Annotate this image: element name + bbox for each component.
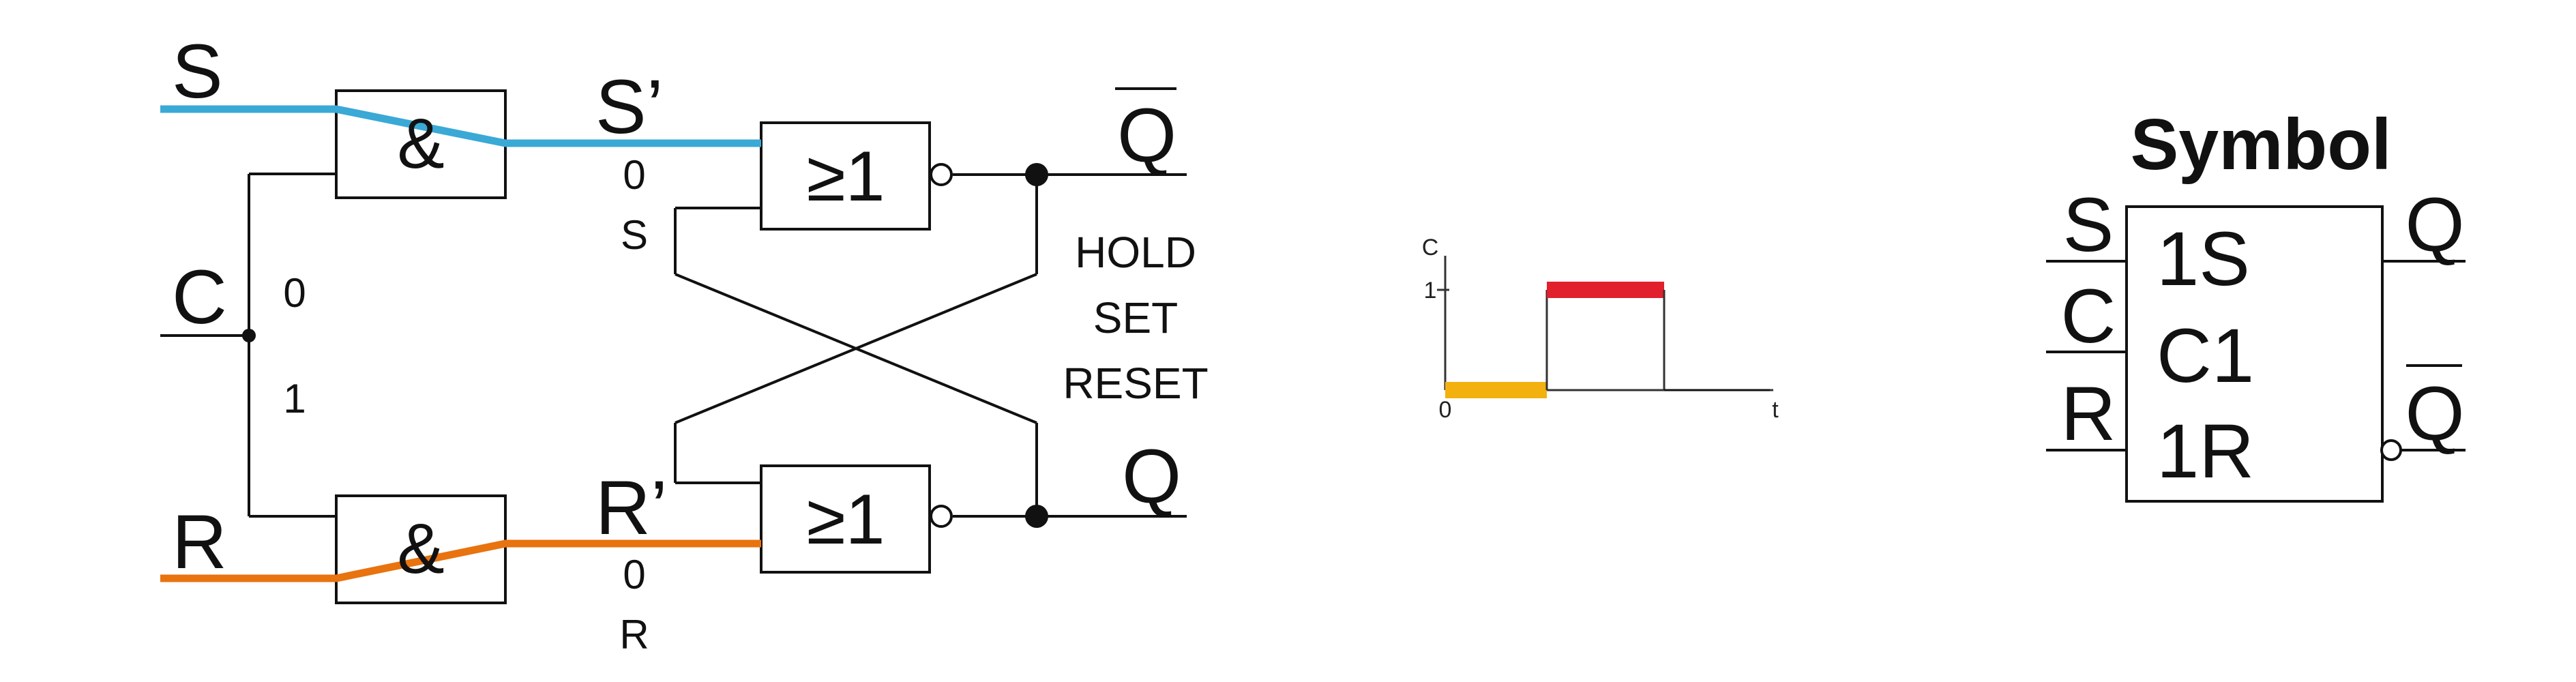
logic-symbol: Symbol S C R Q Q 1S C1 1R: [2046, 104, 2466, 503]
symbol-q-label: Q: [2405, 182, 2464, 267]
bottom-nor-inverter-bubble: [930, 505, 953, 528]
clock-junction-dot: [242, 329, 256, 342]
timing-y-tick-label: 1: [1424, 278, 1437, 303]
top-nor-inverter-bubble: [930, 163, 953, 186]
c-input-label: C: [172, 254, 227, 340]
bottom-nor-gate-symbol: ≥1: [807, 480, 885, 559]
clock-timing-diagram: C 1 0 t: [1422, 235, 1779, 423]
r-input-label: R: [172, 499, 227, 584]
symbol-inverter-bubble: [2380, 439, 2402, 461]
symbol-title: Symbol: [2131, 104, 2392, 185]
symbol-pin-c1: C1: [2157, 313, 2254, 398]
symbol-c-label: C: [2061, 273, 2116, 359]
bottom-and-gate-symbol: &: [397, 509, 444, 589]
top-and-gate-symbol: &: [397, 104, 444, 183]
s-prime-hold-value: 0: [623, 152, 645, 198]
top-nor-gate-symbol: ≥1: [807, 137, 885, 216]
set-signal-path: [160, 105, 761, 147]
timing-y-axis-label: C: [1422, 235, 1439, 261]
symbol-s-label: S: [2063, 182, 2114, 267]
symbol-q-bar-label: Q: [2405, 371, 2464, 456]
latch-circuit: & & ≥1 ≥1 S C R S’ R’ 0 S 0 R 0 1 HOLD S…: [160, 29, 1209, 657]
state-hold-label: HOLD: [1075, 228, 1196, 277]
bottom-nor-gate: [760, 464, 931, 574]
circuit-wires: [160, 87, 1187, 528]
symbol-pin-1s: 1S: [2157, 216, 2250, 301]
r-prime-hold-value: 0: [623, 552, 645, 597]
bottom-feedback-cross-wire: [675, 273, 1037, 424]
clock-waveform: [1445, 282, 1770, 398]
top-nor-gate: [760, 121, 931, 231]
q-bar-output-label: Q: [1117, 93, 1176, 178]
s-prime-label: S’: [595, 64, 664, 149]
c-high-value: 1: [283, 376, 306, 421]
reset-signal-path: [160, 539, 761, 582]
symbol-pin-1r: 1R: [2157, 409, 2254, 494]
timing-origin-label: 0: [1439, 397, 1452, 423]
c-low-value: 0: [283, 270, 306, 316]
s-input-label: S: [172, 29, 223, 114]
r-prime-label: R’: [595, 465, 668, 550]
s-prime-active-value: S: [621, 212, 648, 258]
symbol-r-label: R: [2061, 371, 2116, 456]
r-prime-active-value: R: [619, 612, 649, 657]
timing-x-axis-label: t: [1772, 397, 1779, 423]
state-reset-label: RESET: [1063, 359, 1208, 408]
symbol-box: [2125, 205, 2384, 503]
state-set-label: SET: [1093, 293, 1178, 342]
q-output-label: Q: [1122, 434, 1181, 519]
